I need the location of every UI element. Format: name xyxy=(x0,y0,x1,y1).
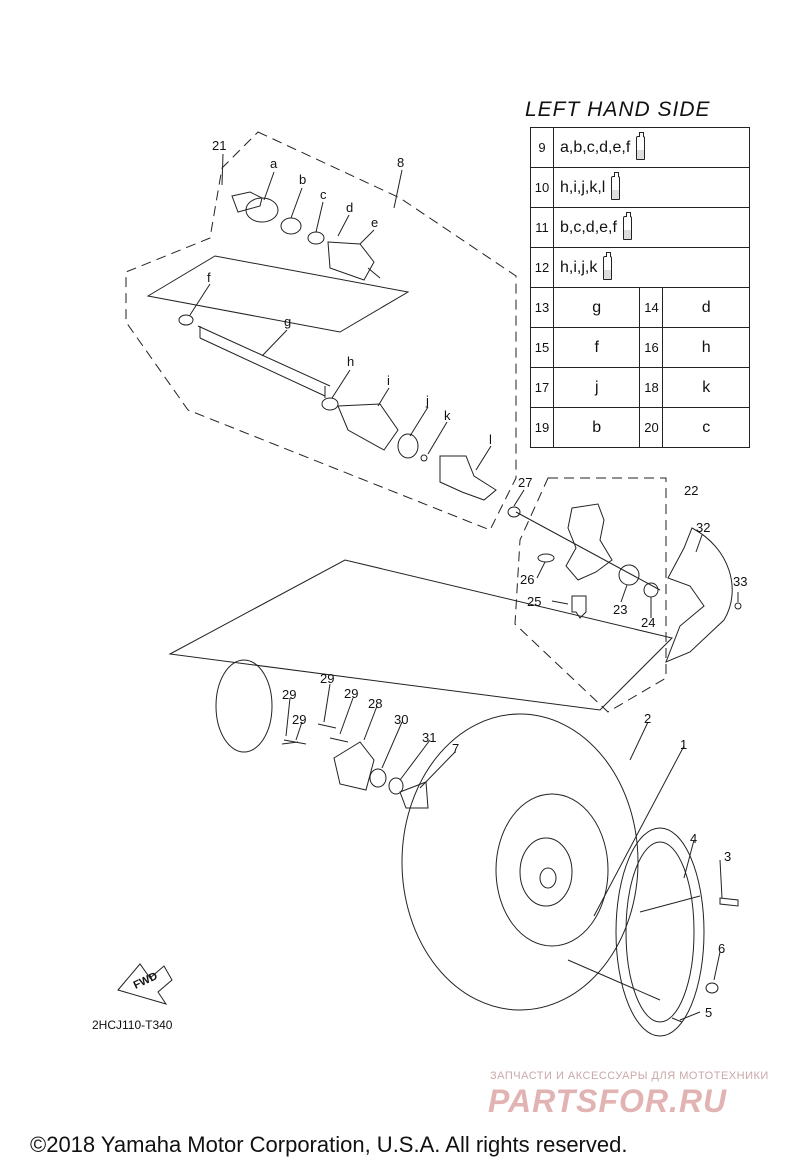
row-value: b,c,d,e,f xyxy=(553,207,750,248)
row-value: f xyxy=(552,327,641,368)
row-parts-text: a,b,c,d,e,f xyxy=(560,138,631,156)
callout-31: 31 xyxy=(422,730,437,745)
row-value: a,b,c,d,e,f xyxy=(553,127,750,168)
row-value: c xyxy=(662,407,750,448)
row-number: 10 xyxy=(530,167,554,208)
diagram-code: 2HCJ110-T340 xyxy=(92,1018,173,1032)
drive-shaft xyxy=(178,314,339,411)
callout-k: k xyxy=(444,408,451,423)
callout-29-c: 29 xyxy=(344,686,359,701)
wheel-hub xyxy=(281,723,429,809)
callout-d: d xyxy=(346,200,354,215)
row-value: k xyxy=(662,367,750,408)
row-value: h,i,j,k xyxy=(553,247,750,288)
knuckle-group-boundary xyxy=(514,477,667,713)
row-number: 14 xyxy=(639,287,664,328)
row-number: 9 xyxy=(530,127,554,168)
axle-assembly-boundary xyxy=(125,131,517,531)
callout-22: 22 xyxy=(684,483,699,498)
callout-29-d: 29 xyxy=(292,712,307,727)
grease-tube-icon xyxy=(603,251,613,280)
callout-i: i xyxy=(387,373,390,388)
grease-tube-icon xyxy=(622,211,632,240)
callout-4: 4 xyxy=(690,831,698,846)
row-number: 17 xyxy=(530,367,554,408)
hub-plane xyxy=(168,559,673,711)
callout-24: 24 xyxy=(641,615,656,630)
callout-7: 7 xyxy=(452,741,460,756)
fwd-arrow xyxy=(117,963,173,1005)
watermark-brand: PARTSFOR.RU xyxy=(488,1083,728,1119)
callout-29-a: 29 xyxy=(282,687,297,702)
callout-21: 21 xyxy=(212,138,227,153)
callout-33: 33 xyxy=(733,574,748,589)
brake-disc xyxy=(665,527,733,663)
callout-j: j xyxy=(426,393,429,408)
inner-cv-joint xyxy=(337,403,497,501)
leader-lines xyxy=(189,153,739,1021)
table-row: 9 a,b,c,d,e,f xyxy=(530,127,750,168)
callout-1: 1 xyxy=(680,737,688,752)
row-number: 19 xyxy=(530,407,554,448)
callout-28: 28 xyxy=(368,696,383,711)
callout-8: 8 xyxy=(397,155,405,170)
grease-tube-icon xyxy=(636,131,646,160)
callout-27: 27 xyxy=(518,475,533,490)
callout-3: 3 xyxy=(724,849,732,864)
callout-l: l xyxy=(489,432,492,447)
table-row: 10 h,i,j,k,l xyxy=(530,167,750,208)
knuckle xyxy=(507,503,742,619)
row-value: h xyxy=(662,327,750,368)
tire xyxy=(401,713,639,1011)
outer-cv-joint xyxy=(231,191,381,281)
table-row: 15 f 16 h xyxy=(530,327,750,368)
lhs-reference-table: 9 a,b,c,d,e,f 10 h,i,j,k,l 11 b,c,d,e,f … xyxy=(530,127,750,448)
callout-a: a xyxy=(270,156,278,171)
callout-29-b: 29 xyxy=(320,671,335,686)
row-value: b xyxy=(552,407,641,448)
callout-2: 2 xyxy=(644,711,652,726)
grease-tube-icon xyxy=(611,171,621,200)
shaft-group-box xyxy=(146,255,410,333)
callout-h: h xyxy=(347,354,355,369)
row-number: 12 xyxy=(530,247,554,288)
row-number: 18 xyxy=(639,367,664,408)
callout-30: 30 xyxy=(394,712,409,727)
row-parts-text: h,i,j,k,l xyxy=(560,178,606,196)
callout-26: 26 xyxy=(520,572,535,587)
callout-23: 23 xyxy=(613,602,628,617)
rear-disc xyxy=(215,659,273,753)
row-number: 11 xyxy=(530,207,554,248)
row-value: g xyxy=(552,287,641,328)
callout-c: c xyxy=(320,187,327,202)
row-number: 13 xyxy=(530,287,554,328)
row-parts-text: h,i,j,k xyxy=(560,258,598,276)
callout-f: f xyxy=(207,270,211,285)
row-parts-text: b,c,d,e,f xyxy=(560,218,617,236)
callout-g: g xyxy=(284,314,292,329)
table-row: 17 j 18 k xyxy=(530,367,750,408)
callout-32: 32 xyxy=(696,520,711,535)
table-row: 13 g 14 d xyxy=(530,287,750,328)
table-row: 12 h,i,j,k xyxy=(530,247,750,288)
copyright-notice: ©2018 Yamaha Motor Corporation, U.S.A. A… xyxy=(30,1132,628,1157)
callout-25: 25 xyxy=(527,594,542,609)
lhs-table-title: LEFT HAND SIDE xyxy=(525,98,711,121)
callout-e: e xyxy=(371,215,379,230)
row-value: d xyxy=(662,287,750,328)
callout-6: 6 xyxy=(718,941,726,956)
table-row: 19 b 20 c xyxy=(530,407,750,448)
watermark-tagline: ЗАПЧАСТИ И АКСЕССУАРЫ ДЛЯ МОТОТЕХНИКИ xyxy=(490,1070,769,1082)
callout-b: b xyxy=(299,172,307,187)
row-value: h,i,j,k,l xyxy=(553,167,750,208)
beadlock-ring xyxy=(615,827,739,1037)
row-number: 20 xyxy=(639,407,664,448)
row-value: j xyxy=(552,367,641,408)
table-row: 11 b,c,d,e,f xyxy=(530,207,750,248)
row-number: 15 xyxy=(530,327,554,368)
row-number: 16 xyxy=(639,327,664,368)
callout-5: 5 xyxy=(705,1005,713,1020)
